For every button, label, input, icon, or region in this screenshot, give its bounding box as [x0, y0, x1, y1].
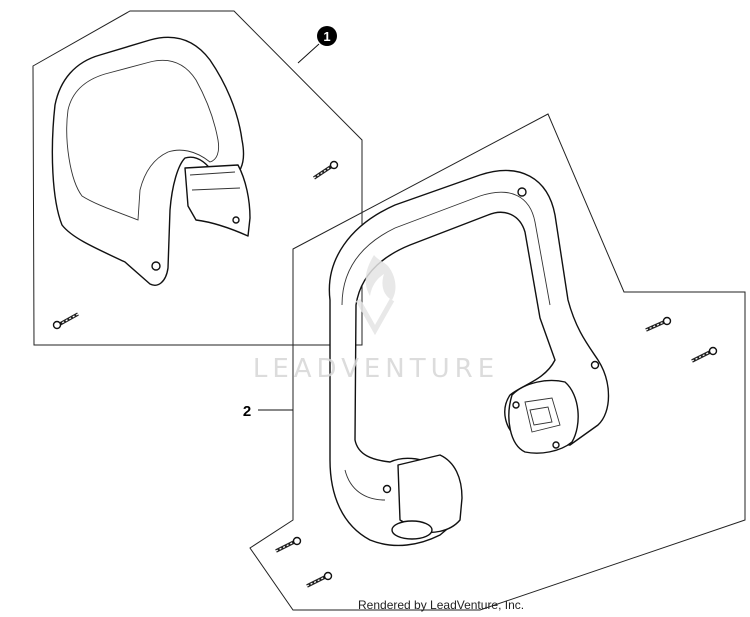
handle-inner-edge: [341, 191, 551, 306]
handle-screw-hole-right: [590, 360, 600, 370]
callout-1-circle: [317, 26, 337, 46]
socket-screw-2: [552, 441, 560, 449]
handle-screw-hole-top: [517, 187, 527, 197]
watermark-flame-icon: [365, 255, 396, 300]
handle-bottom-edge: [344, 469, 386, 501]
screw-bottom-upper: [275, 536, 302, 553]
watermark-text: LEADVENTURE: [253, 354, 499, 384]
watermark-v-icon: [355, 298, 395, 336]
render-credit: Rendered by LeadVenture, Inc.: [358, 598, 525, 612]
screw-right-lower: [691, 346, 718, 363]
screw-bottom-lower: [306, 571, 333, 588]
hand-guard-cover: [51, 36, 251, 286]
watermark: LEADVENTURE: [253, 255, 499, 384]
part-2-panel: 2: [243, 113, 746, 611]
front-handle: [328, 169, 610, 547]
handle-screw-hole-left: [382, 484, 392, 494]
cover-screw-hole: [151, 261, 161, 271]
bracket-screw-hole: [232, 216, 240, 224]
screw-top-right: [313, 160, 339, 180]
part-1-panel-outline: [32, 10, 363, 346]
handle-mount-socket: [508, 379, 579, 454]
callout-1-leader: [297, 43, 320, 64]
cover-mount-bracket: [184, 164, 251, 237]
cover-inner-recess: [66, 59, 220, 221]
socket-screw-1: [512, 401, 520, 409]
callout-1-label: 1: [323, 29, 330, 44]
cover-body: [51, 36, 245, 286]
part-2-panel-outline: [249, 113, 746, 611]
socket-square-recess: [524, 397, 561, 433]
handle-lower-end-cap: [391, 520, 433, 540]
callout-2-label: 2: [243, 403, 251, 420]
part-1-panel: 1: [32, 10, 363, 346]
bracket-edges: [189, 171, 241, 191]
screw-bottom-left: [52, 312, 79, 330]
screw-right-upper: [645, 316, 672, 332]
